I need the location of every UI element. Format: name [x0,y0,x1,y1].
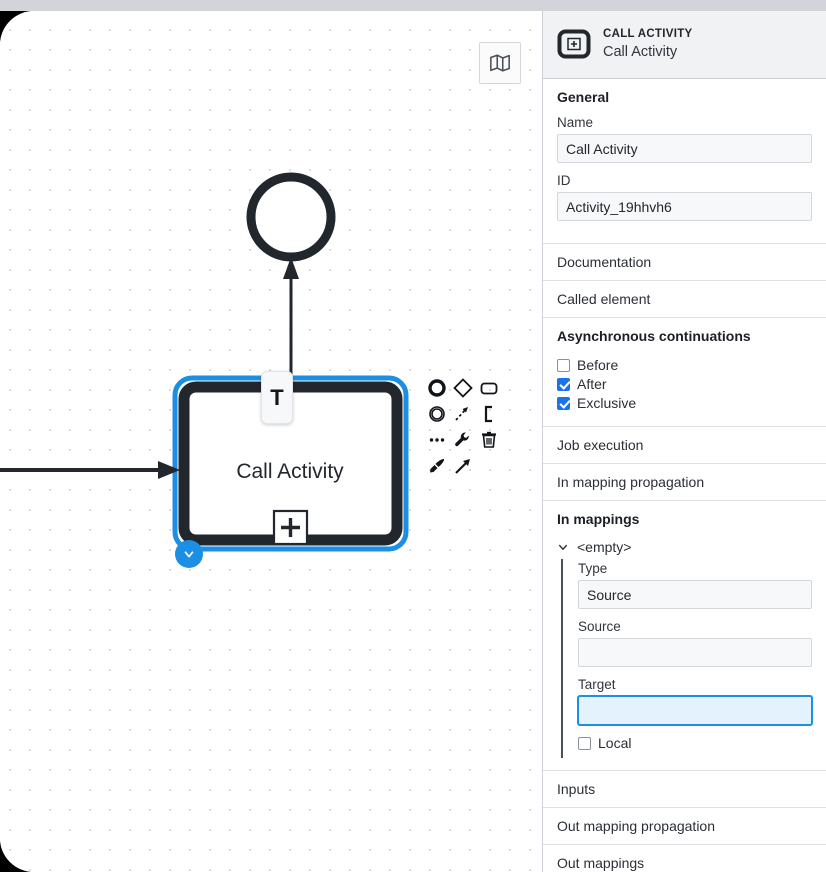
group-out-mappings: Out mappings [543,845,826,872]
properties-panel: CALL ACTIVITY Call Activity General Name… [542,11,826,872]
group-header-called-element[interactable]: Called element [557,291,651,307]
checkbox-label-before: Before [577,357,619,373]
checkbox-exclusive[interactable] [557,396,570,410]
field-target: Target [578,677,812,725]
checkbox-before[interactable] [557,358,570,372]
in-mapping-entry-title: <empty> [577,539,632,555]
group-body-in-mappings: <empty> Type Source Target [543,537,826,770]
checkbox-local[interactable] [578,736,591,750]
group-body-async-continuations: Before After Exclusive [543,357,826,426]
group-documentation: Documentation [543,244,826,281]
id-input[interactable] [557,192,812,221]
group-header-job-execution[interactable]: Job execution [557,437,644,453]
context-pad[interactable] [424,375,502,479]
chevron-down-icon [184,551,194,558]
field-label-source: Source [578,619,621,634]
group-in-mappings: In mappings <empty> Type [543,501,826,771]
group-job-execution: Job execution [543,427,826,464]
set-color-icon[interactable] [424,453,450,479]
more-options-icon[interactable] [424,427,450,453]
group-in-mapping-propagation: In mapping propagation [543,464,826,501]
checkbox-row-before[interactable]: Before [557,357,812,373]
group-header-out-mapping-propagation[interactable]: Out mapping propagation [557,818,715,834]
change-type-icon[interactable] [450,427,476,453]
delete-icon[interactable] [476,427,502,453]
checkbox-row-exclusive[interactable]: Exclusive [557,395,812,411]
append-text-annotation-icon[interactable] [476,401,502,427]
minimap-toggle-button[interactable] [479,42,521,84]
group-header-inputs[interactable]: Inputs [557,781,596,797]
source-input[interactable] [578,638,812,667]
group-out-mapping-propagation: Out mapping propagation [543,808,826,845]
checkbox-after[interactable] [557,377,570,391]
map-icon [490,54,510,72]
field-label-target: Target [578,677,616,692]
panel-element-name: Call Activity [603,43,678,60]
bpmn-canvas[interactable]: Call Activity [0,11,542,872]
label-edit-hint[interactable]: T [261,371,293,424]
collapse-toggle-badge[interactable] [175,540,203,568]
group-async-continuations: Asynchronous continuations Before After … [543,318,826,427]
window-body: Call Activity [0,11,826,872]
checkbox-row-local[interactable]: Local [578,735,812,751]
in-mapping-entry-header[interactable]: <empty> [557,537,812,559]
field-label-id: ID [557,173,571,188]
svg-text:Call Activity: Call Activity [236,460,344,483]
group-header-out-mappings[interactable]: Out mappings [557,855,645,871]
group-general: General Name ID [543,79,826,244]
checkbox-row-after[interactable]: After [557,376,812,392]
group-header-documentation[interactable]: Documentation [557,254,652,270]
panel-element-kind: CALL ACTIVITY [603,28,693,41]
in-mapping-entry-body: Type Source Target L [561,559,812,758]
call-activity-icon [557,29,591,59]
chevron-down-icon [557,541,569,553]
append-task-icon[interactable] [476,375,502,401]
group-header-in-mappings[interactable]: In mappings [557,511,640,527]
field-label-name: Name [557,115,594,130]
group-header-general[interactable]: General [557,89,610,105]
target-input[interactable] [578,696,812,725]
connect-icon[interactable] [450,401,476,427]
checkbox-label-after: After [577,376,607,392]
append-gateway-icon[interactable] [450,375,476,401]
append-intermediate-event-icon[interactable] [424,401,450,427]
type-select[interactable] [578,580,812,609]
field-id: ID [557,173,812,221]
field-name: Name [557,115,812,163]
append-end-event-icon[interactable] [424,375,450,401]
field-label-type: Type [578,561,608,576]
checkbox-label-local: Local [598,735,632,751]
connect-arrow-icon[interactable] [450,453,476,479]
group-header-in-mapping-propagation[interactable]: In mapping propagation [557,474,705,490]
group-body-general: Name ID [543,115,826,243]
checkbox-label-exclusive: Exclusive [577,395,637,411]
properties-panel-header: CALL ACTIVITY Call Activity [543,11,826,79]
group-inputs: Inputs [543,771,826,808]
window-top-strip [0,0,826,11]
name-input[interactable] [557,134,812,163]
group-called-element: Called element [543,281,826,318]
field-source: Source [578,619,812,667]
group-header-async-continuations[interactable]: Asynchronous continuations [557,328,751,344]
field-type: Type [578,561,812,609]
